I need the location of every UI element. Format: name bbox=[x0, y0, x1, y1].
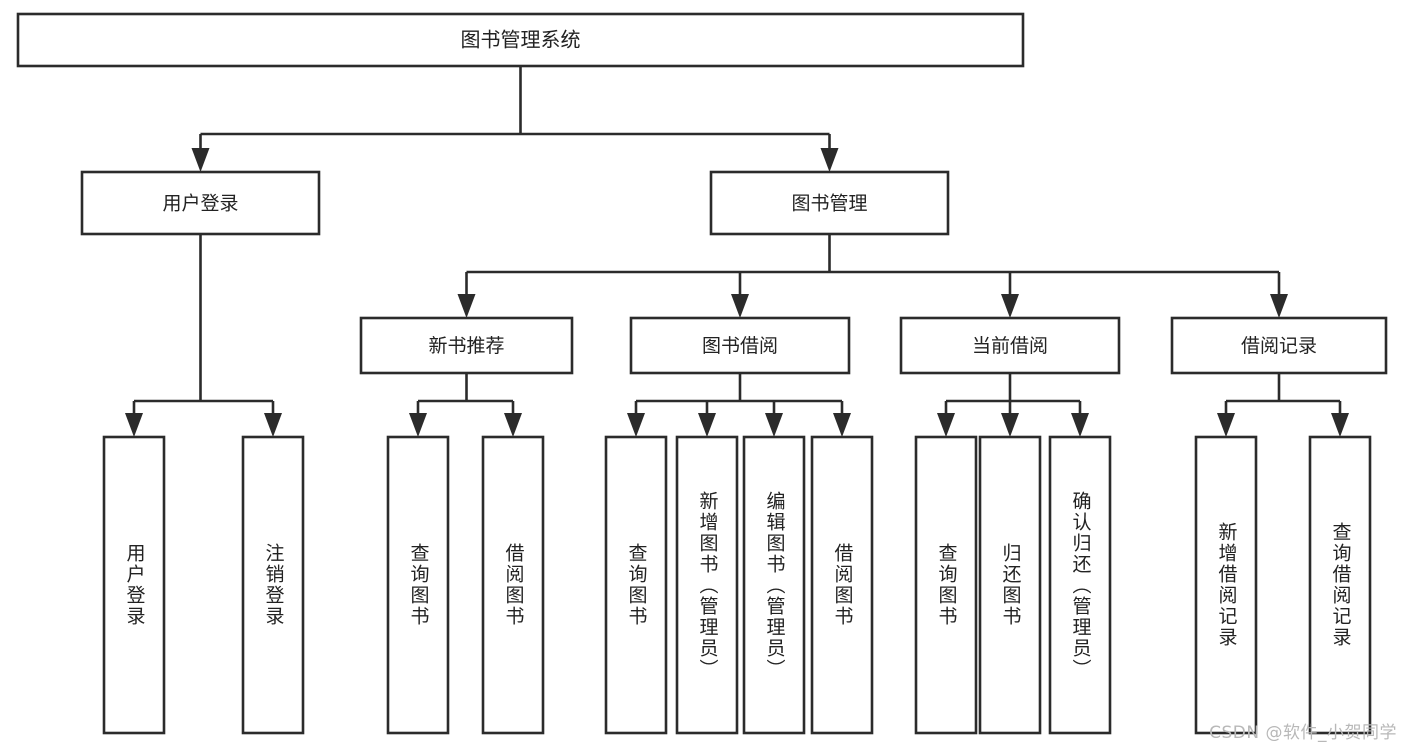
connectors-layer bbox=[125, 66, 1349, 437]
arrow-head-icon bbox=[698, 413, 716, 437]
node-level3-借阅记录[interactable] bbox=[1170, 316, 1388, 375]
node-root-图书管理系统[interactable] bbox=[16, 12, 1025, 68]
node-leaf-7[interactable] bbox=[810, 435, 874, 735]
node-leaf-8[interactable] bbox=[914, 435, 978, 735]
arrow-head-icon bbox=[504, 413, 522, 437]
arrow-head-icon bbox=[1217, 413, 1235, 437]
node-level2-用户登录-label: 用户登录 bbox=[162, 193, 238, 215]
node-level2-图书管理[interactable] bbox=[709, 170, 950, 236]
node-level3-图书借阅-label: 图书借阅 bbox=[702, 335, 778, 357]
node-root-图书管理系统-label: 图书管理系统 bbox=[461, 28, 581, 52]
arrow-head-icon bbox=[264, 413, 282, 437]
arrow-head-icon bbox=[1001, 413, 1019, 437]
node-level3-新书推荐-label: 新书推荐 bbox=[428, 335, 504, 357]
node-leaf-0[interactable] bbox=[102, 435, 166, 735]
node-leaf-10[interactable] bbox=[1048, 435, 1112, 735]
arrow-head-icon bbox=[627, 413, 645, 437]
node-leaf-12[interactable] bbox=[1308, 435, 1372, 735]
arrow-head-icon bbox=[937, 413, 955, 437]
arrow-head-icon bbox=[1001, 294, 1019, 318]
node-leaf-2[interactable] bbox=[386, 435, 450, 735]
arrow-head-icon bbox=[457, 294, 476, 318]
arrow-head-icon bbox=[833, 413, 851, 437]
node-level2-图书管理-label: 图书管理 bbox=[791, 193, 867, 215]
watermark-text: CSDN @软件_小贺同学 bbox=[1209, 723, 1397, 743]
node-leaf-4[interactable] bbox=[604, 435, 668, 735]
arrow-head-icon bbox=[820, 148, 839, 172]
node-level3-当前借阅[interactable] bbox=[899, 316, 1121, 375]
node-leaf-11[interactable] bbox=[1194, 435, 1258, 735]
node-level3-新书推荐[interactable] bbox=[359, 316, 574, 375]
arrow-head-icon bbox=[765, 413, 783, 437]
node-level2-用户登录[interactable] bbox=[80, 170, 321, 236]
arrow-head-icon bbox=[1270, 294, 1288, 318]
node-leaf-5[interactable] bbox=[675, 435, 739, 735]
node-leaf-9[interactable] bbox=[978, 435, 1042, 735]
node-level3-图书借阅[interactable] bbox=[629, 316, 851, 375]
arrow-head-icon bbox=[191, 148, 210, 172]
node-leaf-1[interactable] bbox=[241, 435, 305, 735]
arrow-head-icon bbox=[1331, 413, 1349, 437]
arrow-head-icon bbox=[731, 294, 749, 318]
arrow-head-icon bbox=[1071, 413, 1089, 437]
node-leaf-3[interactable] bbox=[481, 435, 545, 735]
arrow-head-icon bbox=[125, 413, 143, 437]
node-leaf-6[interactable] bbox=[742, 435, 806, 735]
node-level3-当前借阅-label: 当前借阅 bbox=[972, 335, 1048, 357]
node-level3-借阅记录-label: 借阅记录 bbox=[1241, 335, 1317, 357]
arrow-head-icon bbox=[409, 413, 427, 437]
